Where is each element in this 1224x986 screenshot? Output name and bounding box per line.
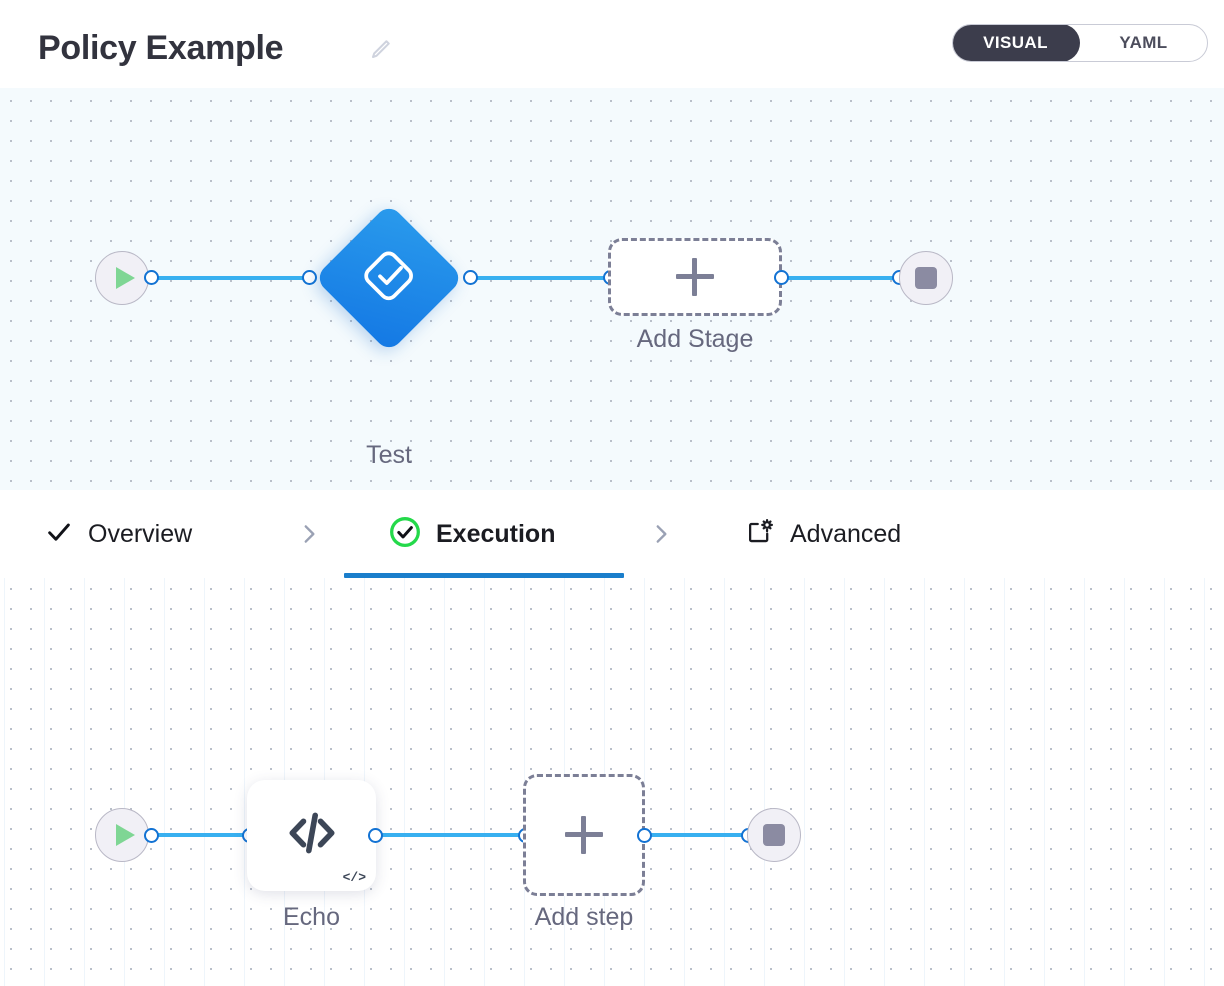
add-stage-label: Add Stage bbox=[636, 325, 754, 353]
tab-advanced[interactable]: Advanced bbox=[744, 490, 901, 578]
page-title: Policy Example bbox=[38, 29, 284, 67]
tab-separator-1 bbox=[296, 490, 322, 578]
tab-execution[interactable]: Execution bbox=[388, 490, 555, 578]
approval-check-icon bbox=[361, 248, 417, 309]
check-icon bbox=[44, 517, 74, 552]
tab-separator-2 bbox=[648, 490, 674, 578]
pipeline-stage-canvas[interactable]: Test Add Stage bbox=[0, 88, 1224, 490]
port-test-out[interactable] bbox=[463, 270, 478, 285]
play-icon bbox=[115, 824, 135, 846]
pipeline-end-node[interactable] bbox=[899, 251, 953, 305]
code-badge-icon: </> bbox=[342, 870, 366, 885]
stop-icon bbox=[915, 267, 937, 289]
plus-icon bbox=[565, 816, 603, 854]
add-step-button[interactable] bbox=[523, 774, 645, 896]
tab-overview-label: Overview bbox=[88, 519, 193, 548]
step-start-node[interactable] bbox=[95, 808, 149, 862]
code-icon bbox=[280, 801, 344, 870]
tab-advanced-label: Advanced bbox=[790, 519, 902, 548]
port-test-in[interactable] bbox=[302, 270, 317, 285]
step-node-echo[interactable]: </> bbox=[247, 780, 376, 891]
stage-label-test: Test bbox=[366, 441, 412, 469]
port-addstage-out[interactable] bbox=[774, 270, 789, 285]
pipeline-start-node[interactable] bbox=[95, 251, 149, 305]
tab-overview[interactable]: Overview bbox=[44, 490, 192, 578]
play-icon bbox=[115, 267, 135, 289]
check-circle-icon bbox=[388, 515, 422, 554]
port-echo-out[interactable] bbox=[368, 828, 383, 843]
pipeline-step-canvas[interactable]: </> Echo Add step bbox=[0, 578, 1224, 986]
page-header: Policy Example VISUAL YAML bbox=[0, 0, 1224, 88]
edge-start-to-test bbox=[155, 276, 315, 280]
edge-start-to-echo bbox=[155, 833, 255, 837]
stage-node-test[interactable] bbox=[314, 203, 464, 353]
toggle-yaml-button[interactable]: YAML bbox=[1119, 33, 1168, 52]
edge-addstep-to-end bbox=[640, 833, 760, 837]
section-tabbar: Overview Execution Advanced bbox=[0, 490, 1224, 578]
edge-echo-to-addstep bbox=[372, 833, 532, 837]
stop-icon bbox=[763, 824, 785, 846]
tab-active-underline bbox=[344, 573, 624, 578]
view-mode-toggle[interactable]: VISUAL YAML bbox=[952, 24, 1208, 62]
plus-icon bbox=[676, 258, 714, 296]
step-end-node[interactable] bbox=[747, 808, 801, 862]
window-gear-icon bbox=[744, 516, 776, 553]
edge-test-to-addstage bbox=[468, 276, 616, 280]
edge-addstage-to-end bbox=[778, 276, 904, 280]
pencil-icon[interactable] bbox=[366, 36, 394, 64]
port-addstep-out[interactable] bbox=[637, 828, 652, 843]
port-step-start-out[interactable] bbox=[144, 828, 159, 843]
port-start-out[interactable] bbox=[144, 270, 159, 285]
toggle-visual-button[interactable]: VISUAL bbox=[953, 25, 1080, 61]
tab-execution-label: Execution bbox=[436, 519, 556, 548]
add-stage-button[interactable] bbox=[608, 238, 782, 316]
add-step-label: Add step bbox=[534, 903, 634, 931]
step-label-echo: Echo bbox=[283, 903, 340, 931]
